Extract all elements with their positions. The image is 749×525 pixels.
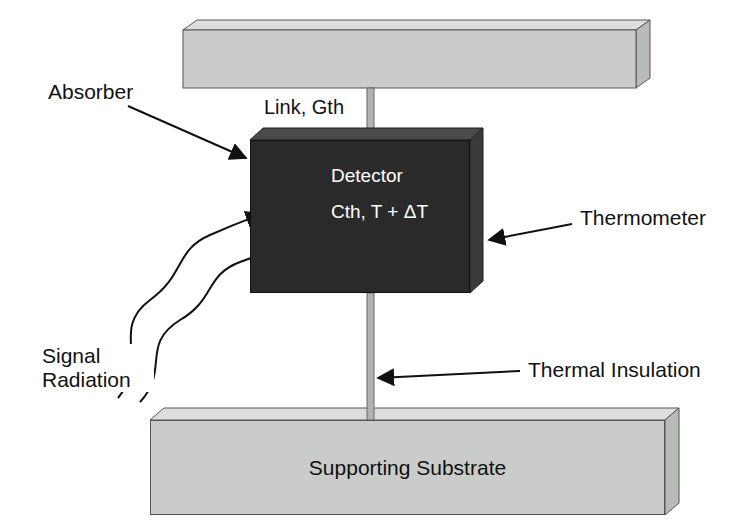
- part-label: Thermometer: [578, 206, 708, 230]
- part-label: Signal Radiation: [40, 344, 154, 392]
- heat-sink-block: [183, 20, 650, 88]
- part-label: Thermal Insulation: [526, 358, 703, 382]
- node-text: Cth, T + ΔT: [331, 201, 428, 223]
- insulation-rod: [367, 293, 374, 420]
- node-text: Detector: [331, 165, 403, 187]
- detector-box: DetectorCth, T + ΔT: [250, 140, 470, 293]
- leader-arrow: [128, 106, 246, 158]
- link-rod: [367, 88, 374, 134]
- leader-arrow: [489, 224, 572, 240]
- substrate-box: Supporting Substrate: [150, 420, 665, 515]
- leader-arrow: [378, 371, 520, 378]
- substrate-faces: [150, 408, 679, 515]
- part-label: Link, Gth: [262, 96, 346, 119]
- part-label: Absorber: [46, 80, 135, 104]
- node-text: Supporting Substrate: [309, 456, 506, 480]
- detector-faces: [250, 128, 483, 293]
